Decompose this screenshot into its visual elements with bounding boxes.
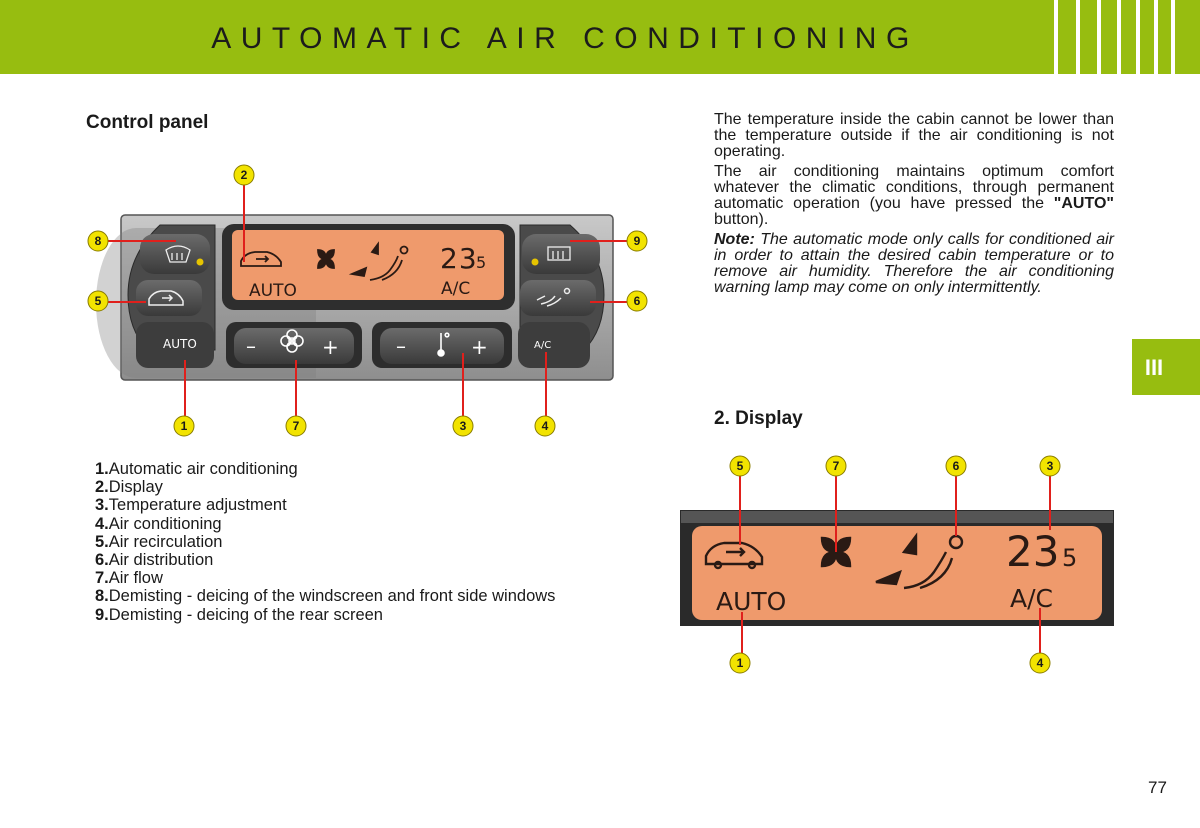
page-number: 77 [1148,778,1167,797]
svg-text:1: 1 [181,419,188,433]
header-bar: AUTOMATIC AIR CONDITIONING [0,0,1200,74]
display-callout-4: 4 [1029,652,1051,674]
panel-callout-6: 6 [626,290,648,312]
svg-text:1: 1 [737,656,744,670]
front-demist-button [140,234,210,274]
temperature-rocker [380,328,504,364]
legend-item: 8.Demisting - deicing of the windscreen … [95,587,556,606]
display-illustration: 23 5 AUTO A/C [680,510,1114,626]
legend-list: 1.Automatic air conditioning 2.Display 3… [95,460,555,624]
svg-text:3: 3 [1047,459,1054,473]
ac-button [518,322,590,368]
control-panel-unit: – + – + AUTO A/C 23 [96,214,614,381]
svg-text:9: 9 [634,234,641,248]
panel-callout-5: 5 [87,290,109,312]
svg-text:–: – [246,334,256,358]
display-lcd-temp-decimal: 5 [1062,544,1077,572]
panel-callout-2: 2 [233,164,255,186]
svg-text:2: 2 [241,168,248,182]
legend-item: 4.Air conditioning [95,514,222,533]
display-callout-lines [739,476,1051,653]
svg-text:+: + [471,335,488,359]
svg-text:7: 7 [833,459,840,473]
panel-callout-9: 9 [626,230,648,252]
display-callouts: 5 7 6 3 1 4 [729,455,1061,674]
distribution-icon [536,287,571,307]
ac-button-label: A/C [534,340,551,351]
display-lcd-temp: 23 [1006,527,1059,576]
panel-lcd-ac: A/C [441,279,470,299]
legend-item: 1.Automatic air conditioning [95,460,298,478]
right-column-text: The temperature inside the cabin cannot … [714,112,1114,300]
svg-text:–: – [396,334,406,358]
display-lcd-ac: A/C [1010,584,1053,613]
paragraph-temperature: The temperature inside the cabin cannot … [714,111,1114,160]
panel-lcd-auto: AUTO [249,281,297,301]
svg-text:3: 3 [460,419,467,433]
chapter-label: III [1144,355,1164,380]
panel-lcd [232,230,504,300]
panel-callout-1: 1 [173,415,195,437]
svg-text:8: 8 [95,234,102,248]
panel-lcd-content [240,241,409,281]
section-title-display: 2. Display [714,408,803,429]
chapter-tab: III [1132,339,1200,395]
display-callout-7: 7 [825,455,847,477]
panel-fan-icon [280,329,304,353]
panel-callout-7: 7 [285,415,307,437]
distribution-button [520,280,596,316]
panel-callout-3: 3 [452,415,474,437]
display-callout-5: 5 [729,455,751,477]
windscreen-demist-icon [165,245,191,263]
legend-item: 3.Temperature adjustment [95,496,287,515]
display-callout-3: 3 [1039,455,1061,477]
panel-callout-8: 8 [87,230,109,252]
paragraph-note: Note: The automatic mode only calls for … [714,231,1114,296]
panel-lcd-temp-decimal: 5 [476,253,486,272]
auto-button [136,322,214,368]
panel-callouts: 2 8 9 5 6 1 7 3 4 [87,164,648,437]
svg-text:4: 4 [542,419,549,433]
svg-text:6: 6 [953,459,960,473]
auto-button-label: AUTO [163,337,197,351]
panel-lcd-temp: 23 [440,242,478,275]
svg-text:4: 4 [1037,656,1044,670]
panel-callout-4: 4 [534,415,556,437]
panel-callout-lines [108,185,628,416]
display-lcd-icons [704,532,964,590]
svg-text:5: 5 [737,459,744,473]
svg-text:5: 5 [95,294,102,308]
legend-item: 9.Demisting - deicing of the rear screen [95,605,383,624]
airflow-rocker [234,328,354,364]
legend-item: 6.Air distribution [95,551,214,570]
thermometer-icon [437,332,450,357]
rear-demist-icon [547,246,571,261]
paragraph-comfort: The air conditioning maintains optimum c… [714,163,1114,228]
rear-demist-button [522,234,600,274]
display-callout-6: 6 [945,455,967,477]
legend-item: 5.Air recirculation [95,532,223,551]
page-title: AUTOMATIC AIR CONDITIONING [211,22,919,55]
svg-text:7: 7 [293,419,300,433]
legend-item: 2.Display [95,478,163,497]
recirculation-icon [148,290,184,306]
display-callout-1: 1 [729,652,751,674]
svg-text:+: + [322,335,339,359]
display-lcd-auto: AUTO [716,587,786,616]
svg-text:6: 6 [634,294,641,308]
section-title-control-panel: Control panel [86,112,209,133]
legend-item: 7.Air flow [95,569,163,588]
